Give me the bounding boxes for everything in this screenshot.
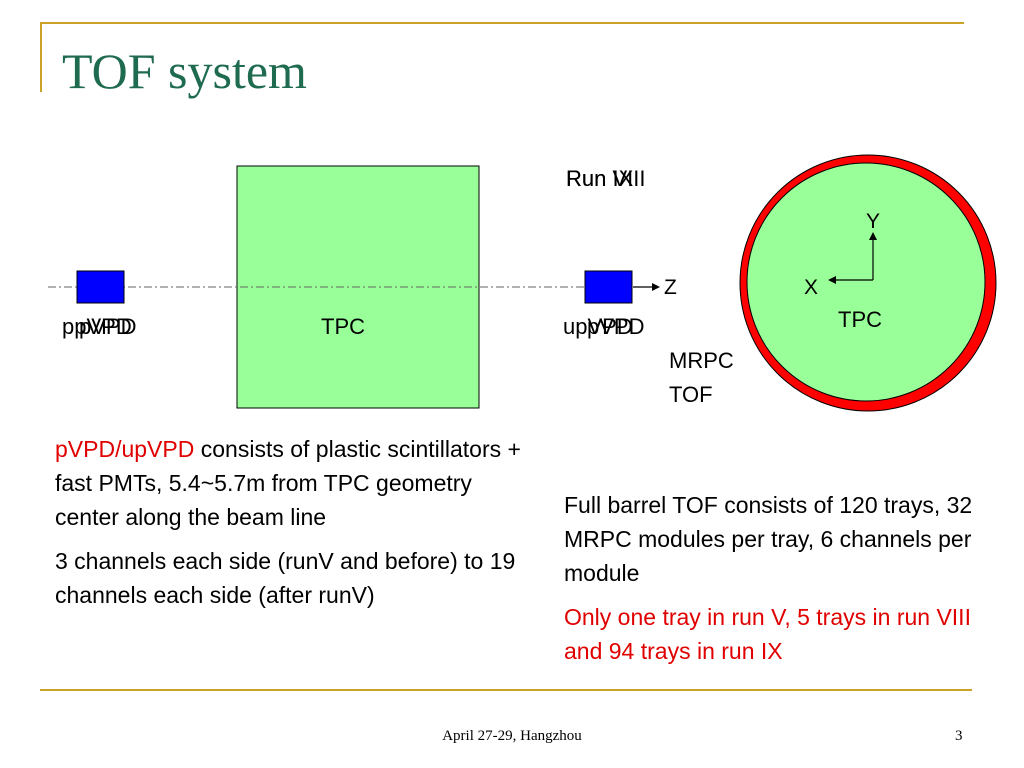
slide-title: TOF system	[62, 43, 307, 99]
tpc-end-label: TPC	[838, 307, 882, 332]
west-vpd-block	[76, 270, 125, 304]
bottom-accent-line	[40, 689, 972, 691]
y-arrow-head	[869, 232, 877, 240]
left-paragraph-2: 3 channels each side (runV and before) t…	[55, 548, 516, 608]
footer-date: April 27-29, Hangzhou	[442, 728, 582, 744]
right-paragraph-2: Only one tray in run V, 5 trays in run V…	[564, 604, 971, 664]
left-paragraph-1-text: consists of plastic scintillators + fast…	[55, 436, 521, 530]
run-label-overlay: Run IX	[566, 166, 634, 191]
x-arrow-head	[828, 276, 836, 284]
mrpc-label-line2: TOF	[669, 382, 713, 407]
east-vpd-block	[584, 270, 633, 304]
west-vpd-label: ppVPD	[62, 314, 132, 339]
page-number: 3	[955, 728, 963, 744]
west-vpd-label-overlay: pVPD	[79, 314, 137, 339]
run-label-group: Run VIII Run IX	[566, 166, 686, 196]
left-accent-line	[40, 22, 42, 92]
west-vpd-label-group: ppVPD pVPD	[62, 314, 162, 344]
vpd-highlight: pVPD/upVPD	[55, 436, 195, 462]
mrpc-label-line1: MRPC	[669, 348, 734, 373]
tpc-end-disc	[746, 162, 986, 402]
run-label: Run VIII	[566, 166, 646, 191]
y-axis-label: Y	[866, 210, 881, 233]
right-paragraph-1: Full barrel TOF consists of 120 trays, 3…	[564, 492, 973, 586]
east-vpd-label-overlay: pVPD	[587, 314, 645, 339]
left-text-block: pVPD/upVPD consists of plastic scintilla…	[55, 432, 525, 612]
top-accent-line	[40, 22, 964, 24]
z-arrow-head	[652, 283, 660, 291]
east-vpd-label-group: upVPD pVPD	[563, 314, 663, 344]
x-axis-label: X	[804, 276, 819, 299]
tpc-side-label: TPC	[321, 314, 365, 339]
left-paragraph-1: pVPD/upVPD consists of plastic scintilla…	[55, 432, 525, 534]
right-text-block: Full barrel TOF consists of 120 trays, 3…	[564, 488, 984, 668]
z-axis-label: Z	[664, 276, 677, 299]
east-vpd-label: upVPD	[563, 314, 633, 339]
